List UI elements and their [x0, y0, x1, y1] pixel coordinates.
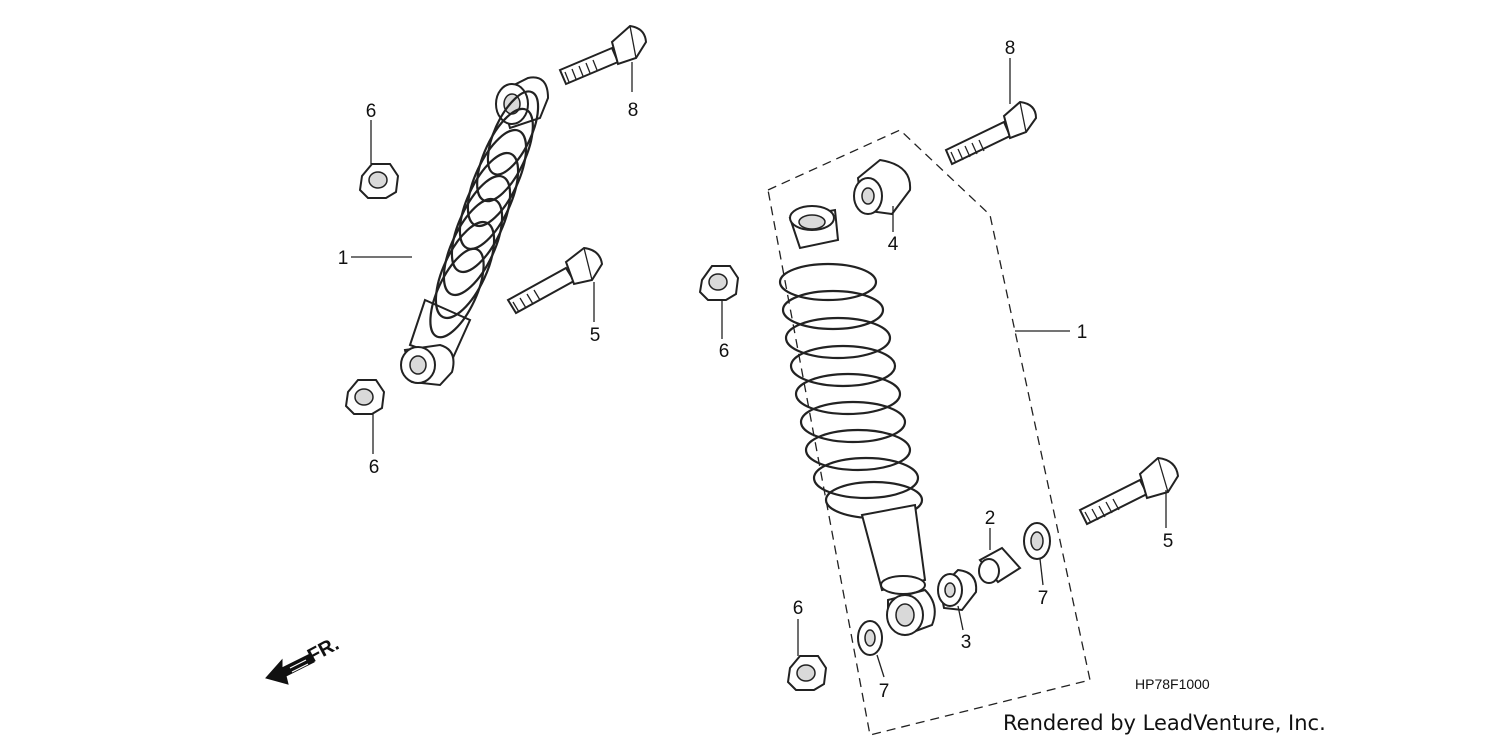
right-top-bushing[interactable]	[853, 158, 912, 216]
callout-left-upper-nut: 6	[366, 101, 377, 122]
callout-right-nut: 6	[793, 598, 804, 619]
right-washer-front[interactable]	[857, 620, 883, 656]
callout-left-top-bolt: 8	[628, 100, 639, 121]
front-direction-arrow	[265, 653, 315, 685]
callout-right-washer-front: 7	[879, 681, 890, 702]
right-collar[interactable]	[978, 546, 1022, 584]
callout-left-shock: 1	[338, 248, 349, 269]
assembly-outline	[767, 129, 1091, 736]
right-lower-bushing[interactable]	[937, 568, 978, 612]
credit-text: Rendered by LeadVenture, Inc.	[1003, 711, 1326, 735]
right-lower-bolt[interactable]	[1078, 456, 1180, 526]
left-shock-absorber[interactable]	[400, 76, 550, 387]
right-nut[interactable]	[786, 655, 828, 691]
right-shock-absorber[interactable]	[778, 205, 936, 637]
callout-right-top-bolt: 8	[1005, 38, 1016, 59]
right-washer-rear[interactable]	[1023, 522, 1051, 560]
callout-left-lower-nut: 6	[369, 457, 380, 478]
callout-right-washer-rear: 7	[1038, 588, 1049, 609]
callout-right-shock: 1	[1077, 322, 1088, 343]
callout-left-lower-bolt: 5	[590, 325, 601, 346]
left-lower-bolt[interactable]	[506, 246, 604, 315]
callout-right-lower-bushing: 3	[961, 632, 972, 653]
callout-mid-nut: 6	[719, 341, 730, 362]
left-upper-nut[interactable]	[358, 163, 400, 199]
middle-nut[interactable]	[698, 265, 740, 301]
callout-right-collar: 2	[985, 508, 996, 529]
callout-right-bushing: 4	[888, 234, 899, 255]
left-lower-nut[interactable]	[344, 379, 386, 415]
right-top-bolt[interactable]	[944, 100, 1038, 166]
callout-right-lower-bolt: 5	[1163, 531, 1174, 552]
diagram-code: HP78F1000	[1135, 676, 1210, 692]
left-top-bolt[interactable]	[558, 24, 648, 86]
